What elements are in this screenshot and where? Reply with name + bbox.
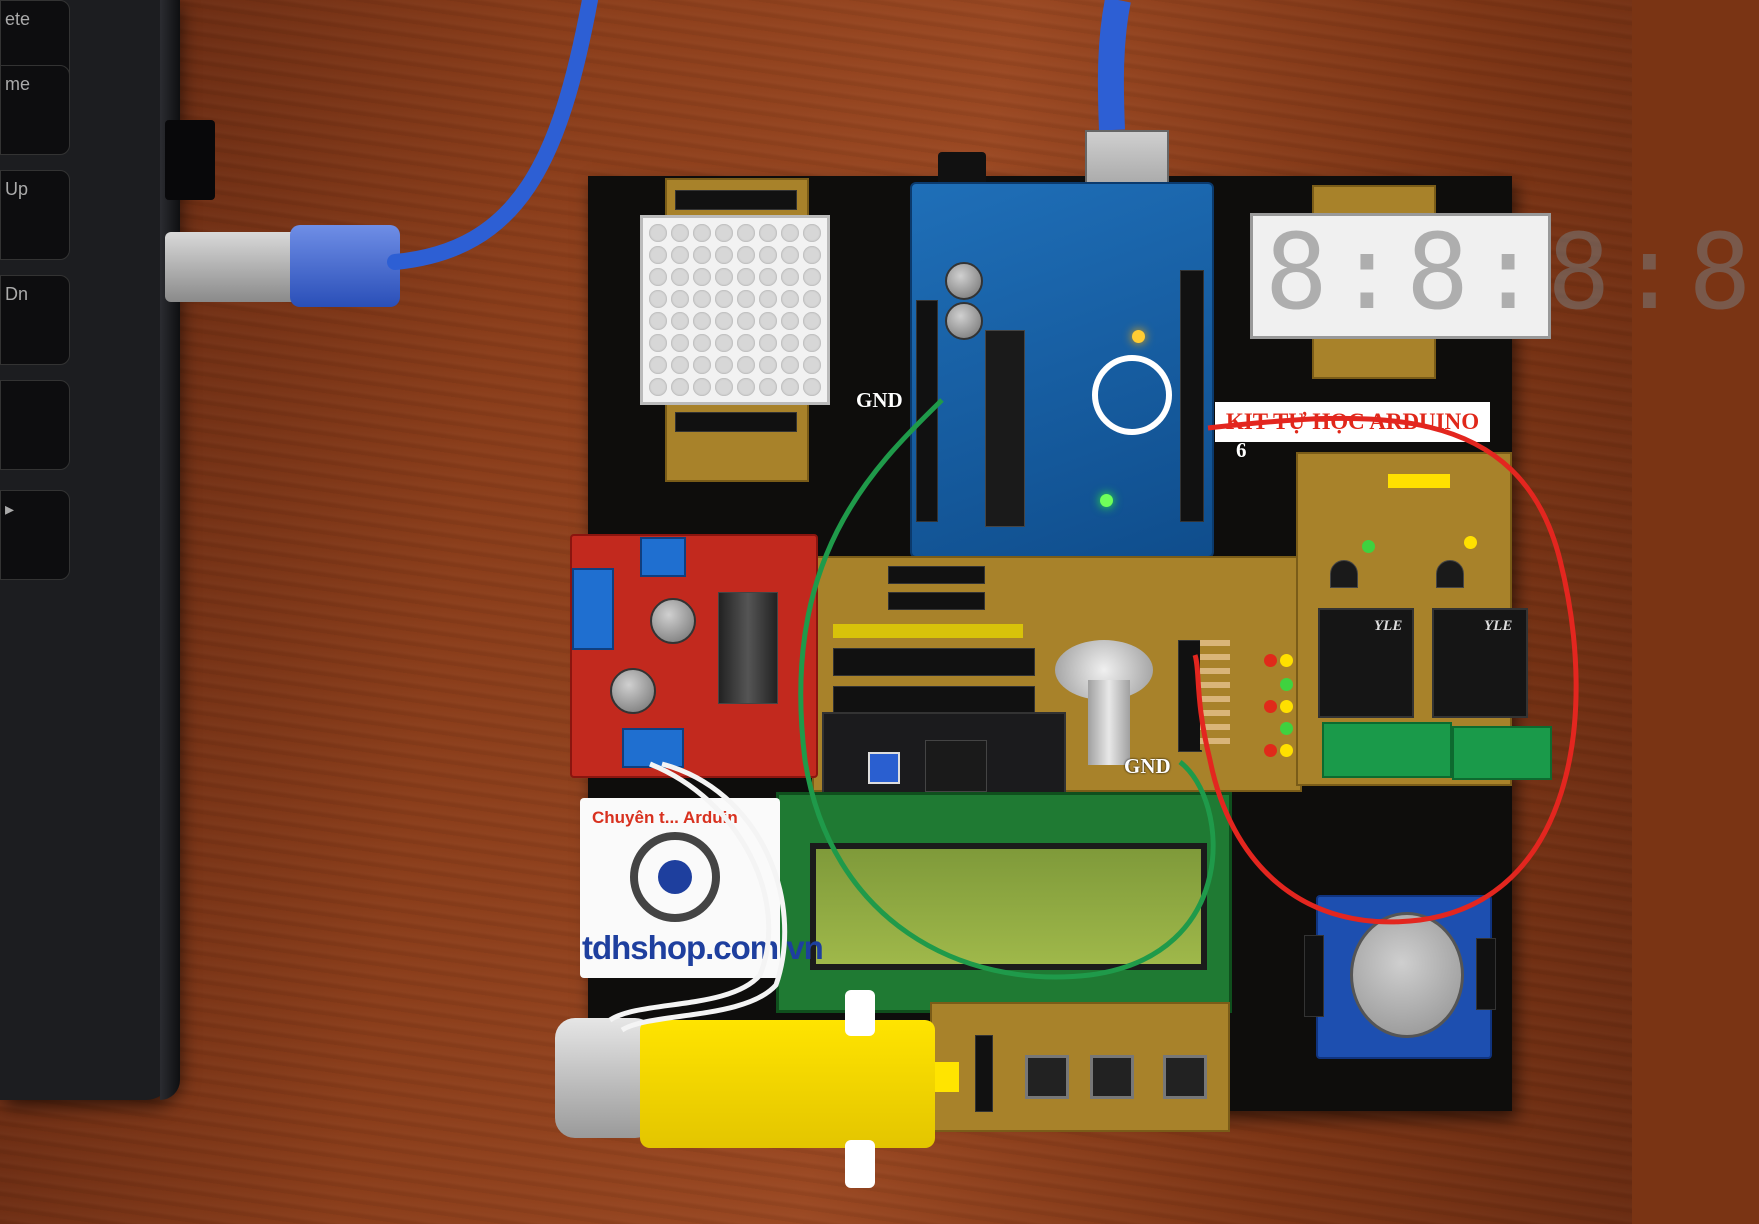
seven-segment-display [1250, 213, 1551, 339]
yellow-gearbox [640, 1020, 935, 1148]
led-red-2 [1264, 700, 1277, 713]
jumper-wires-layer [608, 398, 1579, 1033]
white-motor-wire-1 [608, 761, 772, 1023]
relay-terminal-2 [1452, 726, 1552, 780]
driver-terminal-left [572, 568, 614, 650]
arduino-logo [1092, 355, 1172, 435]
uno-capacitor-2 [945, 302, 983, 340]
led-green-2 [1280, 722, 1293, 735]
laptop-usb-port [165, 120, 215, 200]
laptop-key-blank [0, 380, 70, 470]
gearbox-tab [935, 1062, 959, 1092]
transistor-2 [1436, 560, 1464, 588]
relay-led-green [1362, 540, 1375, 553]
relay-2 [1432, 608, 1528, 718]
laptop-key-pgup: Up [0, 170, 70, 260]
annotation-pin-6: 6 [1236, 438, 1247, 462]
led-matrix-8x8 [640, 215, 830, 405]
uno-capacitor-1 [945, 262, 983, 300]
motor-shaft-top [845, 990, 875, 1036]
pot-shaft [1088, 680, 1130, 765]
dc-motor [555, 1018, 655, 1138]
i2c-contrast-trimmer [868, 752, 900, 784]
atmega-chip [985, 330, 1025, 527]
led-yellow-1 [1280, 654, 1293, 667]
yellow-header-strip [833, 624, 1023, 638]
led-red-1 [1264, 654, 1277, 667]
annotation-gnd-top: GND [856, 388, 903, 412]
uno-power-header [916, 300, 938, 522]
driver-terminal-bottom [622, 728, 684, 768]
uno-power-led [1100, 494, 1113, 507]
usb-cable-left [387, 0, 598, 270]
usb-plug-housing [290, 225, 400, 307]
led-yellow-3 [1280, 744, 1293, 757]
sticker-slogan: Chuyên t... Arduin [592, 808, 738, 827]
ic-socket-top [833, 648, 1035, 676]
usb-cable-top [1097, 0, 1131, 131]
annotation-gnd-bottom: GND [1124, 754, 1171, 778]
laptop-key-pgdn: Dn [0, 275, 70, 365]
red-signal-wire [1192, 415, 1579, 925]
led-green-1 [1280, 678, 1293, 691]
matrix-header-bottom [675, 412, 797, 432]
cables-layer [387, 0, 1131, 270]
relay-2-brand: YLE [1484, 618, 1513, 634]
push-button-3 [1163, 1055, 1207, 1099]
uno-digital-header [1180, 270, 1204, 522]
l298-heatsink [718, 592, 778, 704]
relay-indicator-strip [1388, 474, 1450, 488]
led-yellow-2 [1280, 700, 1293, 713]
pcf8574-chip [925, 740, 987, 792]
driver-capacitor-2 [610, 668, 656, 714]
header-strip-1 [888, 566, 985, 584]
laptop-key-home: me [0, 65, 70, 155]
seven-segment-digits: 8:8:8:8 [1265, 211, 1759, 333]
relay-terminal-1 [1322, 722, 1452, 778]
usb-a-plug [165, 232, 305, 302]
laptop-key-arrow: ▸ [0, 490, 70, 580]
driver-terminal-top [640, 537, 686, 577]
uno-tx-led [1132, 330, 1145, 343]
driver-capacitor-1 [650, 598, 696, 644]
white-motor-wire-2 [620, 761, 788, 1033]
relay-1 [1318, 608, 1414, 718]
relay-1-brand: YLE [1374, 618, 1403, 634]
button-header [975, 1035, 993, 1112]
rtc-header-left [1304, 935, 1324, 1017]
motor-shaft-bottom [845, 1140, 875, 1188]
relay-led-yellow [1464, 536, 1477, 549]
rtc-header-right [1476, 938, 1496, 1010]
matrix-header-top [675, 190, 797, 210]
transistor-1 [1330, 560, 1358, 588]
green-gnd-wire [798, 398, 1216, 980]
gear-logo-icon [630, 832, 720, 922]
push-button-1 [1025, 1055, 1069, 1099]
push-button-2 [1090, 1055, 1134, 1099]
coin-cell-battery [1350, 912, 1464, 1038]
logo-p-badge-icon [658, 860, 692, 894]
led-red-3 [1264, 744, 1277, 757]
header-strip-2 [888, 592, 985, 610]
